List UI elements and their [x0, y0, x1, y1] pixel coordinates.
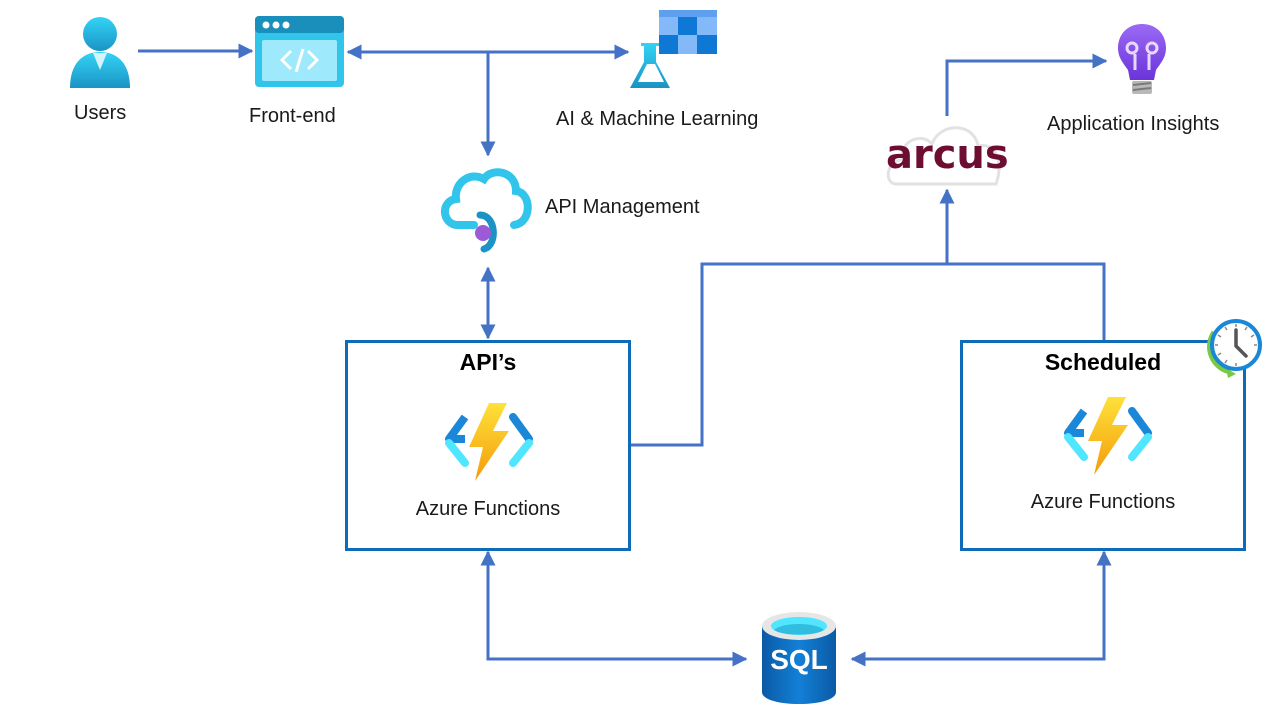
user-icon	[70, 17, 130, 88]
arcus-cloud-logo	[886, 126, 1001, 186]
scheduled-box[interactable]: Scheduled Azure Functions	[960, 340, 1246, 551]
api-management-icon	[441, 168, 532, 253]
sql-label: SQL	[770, 644, 828, 675]
apis-box[interactable]: API’s Azure Functions	[345, 340, 631, 551]
machine-learning-icon	[630, 10, 717, 88]
apis-box-title: API’s	[459, 349, 517, 375]
connectors	[138, 43, 1112, 667]
users-label: Users	[74, 102, 127, 124]
apis-box-sublabel: Azure Functions	[415, 498, 561, 520]
sql-database-icon	[762, 612, 836, 704]
edge-arcus-app-insights	[945, 53, 1108, 116]
app-insights-label: Application Insights	[1047, 113, 1220, 135]
edge-apis-sql	[480, 550, 748, 667]
api-management-label: API Management	[545, 196, 700, 218]
azure-functions-icon	[1064, 397, 1152, 475]
scheduled-box-title: Scheduled	[1044, 349, 1162, 375]
azure-functions-icon	[445, 403, 533, 481]
web-code-icon	[255, 16, 344, 87]
scheduled-box-sublabel: Azure Functions	[1030, 491, 1176, 513]
edge-scheduled-arcus	[947, 262, 1106, 341]
lightbulb-icon	[1118, 24, 1166, 94]
edge-scheduled-sql	[850, 550, 1112, 667]
frontend-label: Front-end	[249, 105, 336, 127]
arcus-logo-text: arcus	[886, 132, 1009, 178]
clock-icon	[1207, 319, 1262, 378]
ai-ml-label: AI & Machine Learning	[556, 108, 759, 130]
edge-apis-arcus	[630, 188, 955, 447]
